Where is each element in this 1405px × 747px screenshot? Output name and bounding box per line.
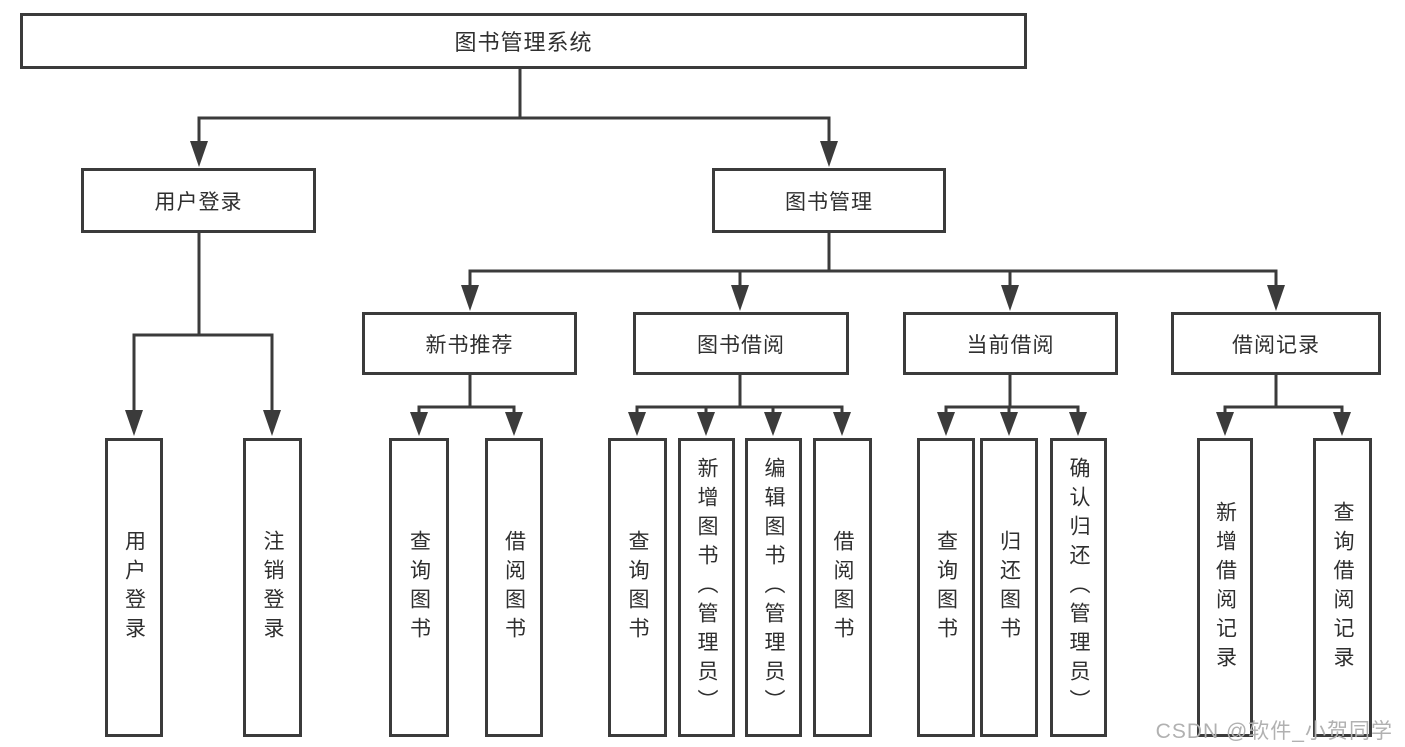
leaf-bb-query-books: 查询图书 <box>608 438 667 737</box>
connector-borrow-records-branch <box>1223 405 1344 418</box>
leaf-logout-label: 注销登录 <box>261 529 284 646</box>
leaf-cb-query-books-label: 查询图书 <box>934 529 958 646</box>
node-book-borrow-label: 图书借阅 <box>697 333 785 357</box>
connector-user-login-branch <box>132 333 274 416</box>
leaf-cb-return-books: 归还图书 <box>980 438 1038 737</box>
node-user-login: 用户登录 <box>81 168 316 233</box>
arrowhead-leaf-br-query <box>1333 412 1351 436</box>
leaf-rec-borrow-books: 借阅图书 <box>485 438 543 737</box>
node-book-management: 图书管理 <box>712 168 946 233</box>
arrowhead-leaf-rec-borrow <box>505 412 523 436</box>
leaf-rec-borrow-books-label: 借阅图书 <box>502 529 526 646</box>
arrowhead-current-borrow <box>1001 285 1019 311</box>
leaf-cb-confirm-return-admin: 确认归还（管理员） <box>1050 438 1107 737</box>
connector-level2-branch <box>197 116 831 147</box>
arrowhead-leaf-rec-query <box>410 412 428 436</box>
node-new-book-recommend: 新书推荐 <box>362 312 577 375</box>
node-borrow-records-label: 借阅记录 <box>1232 333 1320 357</box>
leaf-bb-edit-books-admin: 编辑图书（管理员） <box>745 438 802 737</box>
arrowhead-borrow-records <box>1267 285 1285 311</box>
leaf-bb-add-books-admin: 新增图书（管理员） <box>678 438 735 737</box>
leaf-bb-query-books-label: 查询图书 <box>626 529 649 646</box>
arrowhead-leaf-cb-return <box>1000 412 1018 436</box>
leaf-br-add-record-label: 新增借阅记录 <box>1213 500 1237 675</box>
node-book-management-label: 图书管理 <box>785 190 873 214</box>
arrowhead-leaf-bb-add <box>697 412 715 436</box>
arrowhead-book-borrow <box>731 285 749 311</box>
leaf-rec-query-books: 查询图书 <box>389 438 449 737</box>
csdn-watermark: CSDN @软件_小贺同学 <box>1155 720 1393 743</box>
leaf-logout: 注销登录 <box>243 438 302 737</box>
node-root-library-system: 图书管理系统 <box>20 13 1027 69</box>
arrowhead-leaf-user-login <box>125 410 143 436</box>
arrowhead-leaf-cb-confirm <box>1069 412 1087 436</box>
connector-book-borrow-branch <box>635 405 844 418</box>
node-current-borrow-label: 当前借阅 <box>966 333 1055 357</box>
arrowhead-leaf-cb-query <box>937 412 955 436</box>
node-root-label: 图书管理系统 <box>454 30 593 55</box>
arrowhead-user-login <box>190 141 208 167</box>
leaf-br-add-record: 新增借阅记录 <box>1197 438 1253 737</box>
arrowhead-leaf-bb-query <box>628 412 646 436</box>
leaf-rec-query-books-label: 查询图书 <box>407 529 431 646</box>
node-borrow-records: 借阅记录 <box>1171 312 1381 375</box>
connector-new-book-rec-branch <box>417 405 516 418</box>
arrowhead-leaf-br-add <box>1216 412 1234 436</box>
leaf-bb-edit-books-admin-label: 编辑图书（管理员） <box>762 457 785 718</box>
arrowhead-leaf-logout <box>263 410 281 436</box>
node-book-borrow: 图书借阅 <box>633 312 849 375</box>
leaf-bb-borrow-books: 借阅图书 <box>813 438 872 737</box>
leaf-cb-confirm-return-admin-label: 确认归还（管理员） <box>1067 457 1090 718</box>
leaf-user-login: 用户登录 <box>105 438 163 737</box>
leaf-br-query-record: 查询借阅记录 <box>1313 438 1372 737</box>
leaf-br-query-record-label: 查询借阅记录 <box>1331 500 1354 675</box>
arrowhead-new-book-rec <box>461 285 479 311</box>
arrowhead-leaf-bb-edit <box>764 412 782 436</box>
arrowhead-book-mgmt <box>820 141 838 167</box>
node-new-book-recommend-label: 新书推荐 <box>425 333 514 357</box>
node-current-borrow: 当前借阅 <box>903 312 1118 375</box>
leaf-cb-return-books-label: 归还图书 <box>997 529 1021 646</box>
leaf-cb-query-books: 查询图书 <box>917 438 975 737</box>
leaf-bb-add-books-admin-label: 新增图书（管理员） <box>695 457 718 718</box>
node-user-login-label: 用户登录 <box>154 190 243 214</box>
connector-level3-branch <box>468 269 1278 291</box>
arrowhead-leaf-bb-borrow <box>833 412 851 436</box>
leaf-user-login-label: 用户登录 <box>122 529 146 646</box>
leaf-bb-borrow-books-label: 借阅图书 <box>831 529 854 646</box>
